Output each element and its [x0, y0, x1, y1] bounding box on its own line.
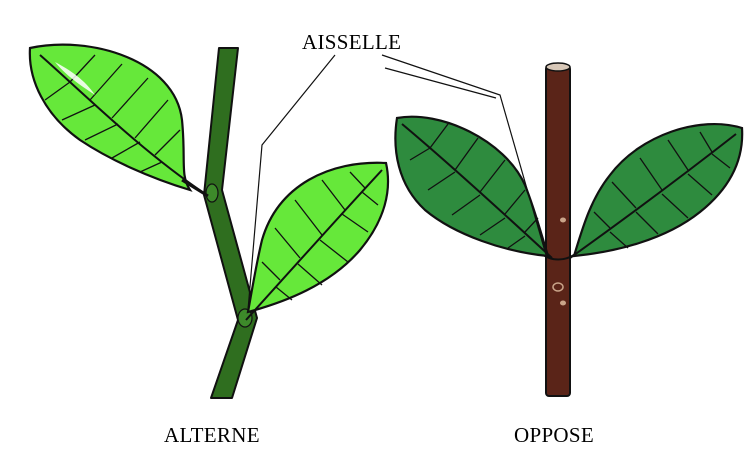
- axil-label: AISSELLE: [302, 30, 401, 55]
- alternate-label: ALTERNE: [164, 423, 260, 448]
- axil-pointer-right-b: [385, 68, 496, 98]
- opposite-arrangement: [395, 63, 742, 396]
- opposite-lenticel-3: [560, 301, 566, 306]
- opposite-stem-top: [546, 63, 570, 71]
- opposite-lenticel-1: [560, 218, 566, 223]
- opposite-label: OPPOSE: [514, 423, 594, 448]
- alternate-arrangement: [30, 45, 388, 398]
- opposite-stem: [546, 66, 570, 396]
- alternate-node-upper: [206, 184, 218, 202]
- alternate-stem: [204, 48, 257, 398]
